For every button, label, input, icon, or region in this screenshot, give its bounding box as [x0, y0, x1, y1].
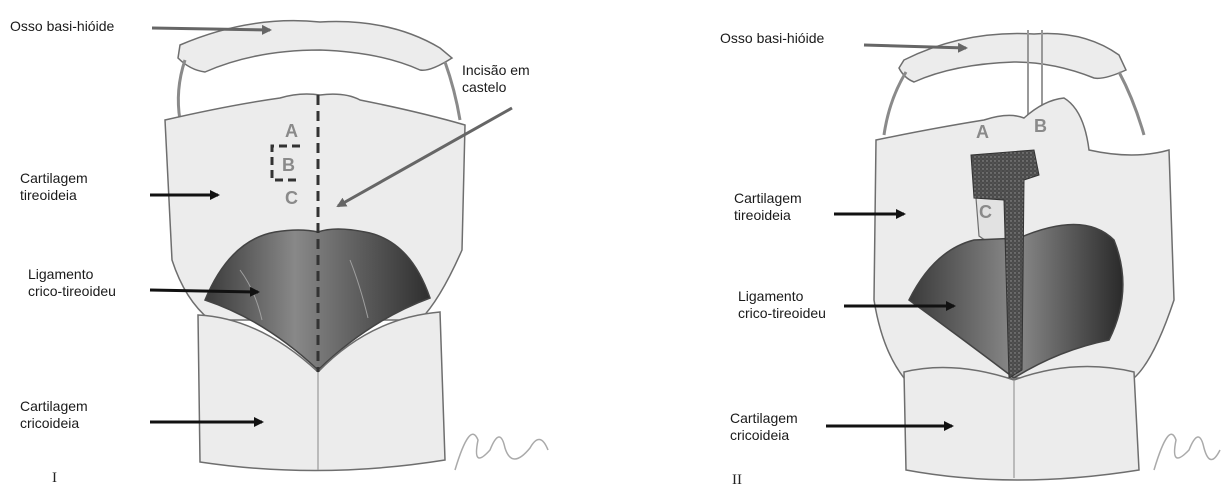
- label-thyroid-cartilage: Cartilagem tireoideia: [734, 190, 802, 224]
- label-castle-incision: Incisão em castelo: [462, 62, 530, 96]
- label-thyroid-cartilage: Cartilagem tireoideia: [20, 170, 88, 204]
- larynx-illustration-ii: A B C: [614, 0, 1228, 497]
- label-cricoid-cartilage: Cartilagem cricoideia: [730, 410, 798, 444]
- label-cricoid-cartilage: Cartilagem cricoideia: [20, 398, 88, 432]
- label-cricothyroid-ligament: Ligamento crico-tireoideu: [738, 288, 826, 322]
- segment-letter-a: A: [976, 122, 989, 142]
- ligament-arrow: [150, 290, 258, 292]
- segment-letter-b: B: [1034, 116, 1047, 136]
- label-hyoid-bone: Osso basi-hióide: [720, 30, 824, 47]
- segment-letter-c: C: [979, 202, 992, 222]
- panel-numeral-ii: II: [732, 472, 742, 489]
- panel-ii: A B C Osso basi-hióide Cartilagem tireoi…: [614, 0, 1228, 497]
- segment-letter-c: C: [285, 188, 298, 208]
- artist-signature: [455, 434, 548, 470]
- segment-letter-b: B: [282, 155, 295, 175]
- panel-i: A B C Osso basi-hióide Incisão em castel…: [0, 0, 614, 497]
- cricoid-cartilage: [904, 367, 1139, 480]
- segment-letter-a: A: [285, 121, 298, 141]
- label-hyoid-bone: Osso basi-hióide: [10, 18, 114, 35]
- hyoid-arrow: [152, 28, 270, 30]
- label-cricothyroid-ligament: Ligamento crico-tireoideu: [28, 266, 116, 300]
- artist-signature: [1154, 434, 1220, 470]
- panel-numeral-i: I: [52, 470, 57, 487]
